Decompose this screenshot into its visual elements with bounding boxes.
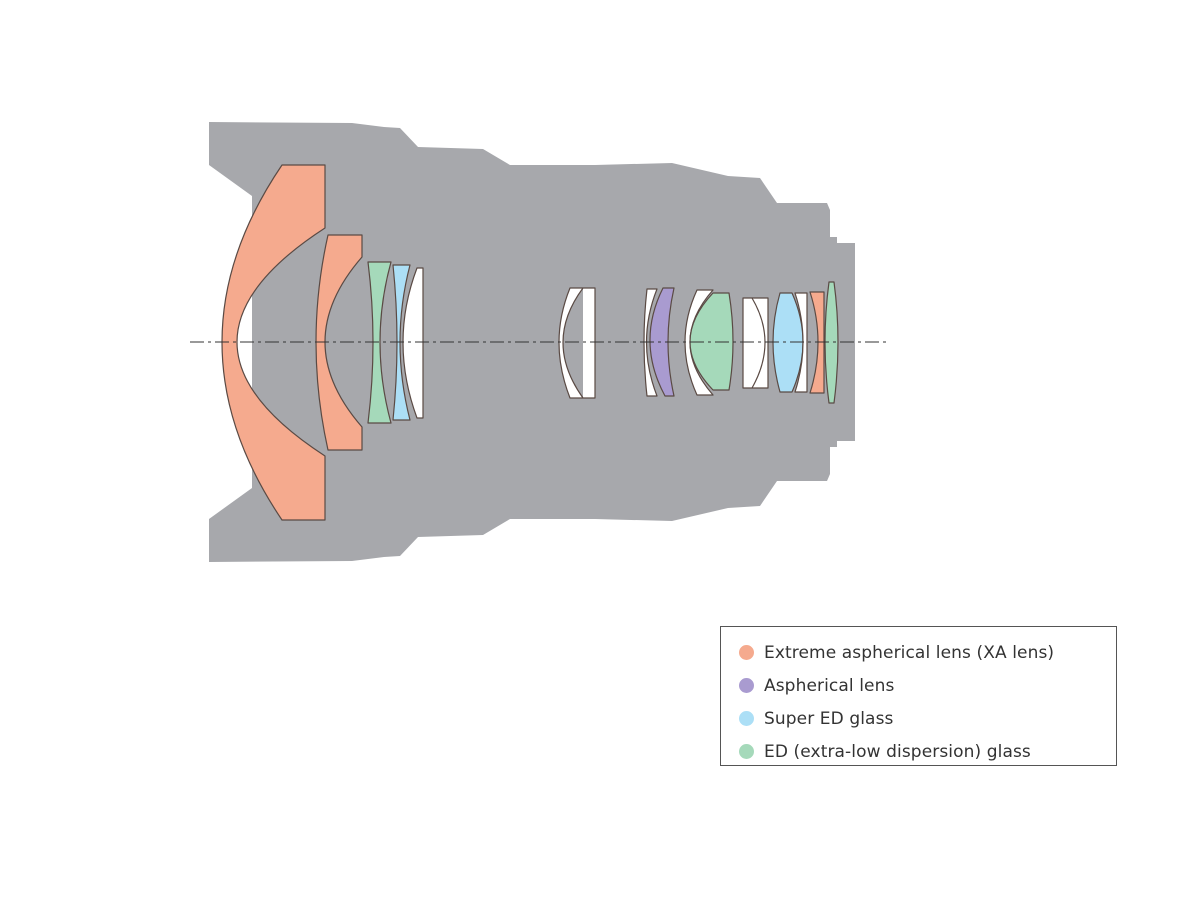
legend-label: Aspherical lens [764,675,895,696]
ed-lens-3 [824,281,839,404]
super-ed-lens-1 [392,264,411,421]
legend-label: Super ED glass [764,708,894,729]
legend: Extreme aspherical lens (XA lens) Aspher… [720,626,1117,766]
plain-doublet-1 [558,287,596,399]
plain-lens-1 [402,267,424,419]
legend-item-super-ed: Super ED glass [721,702,1116,735]
xa-lens-color-dot [739,645,754,660]
plain-lens-2 [643,288,658,397]
legend-item-xa-lens: Extreme aspherical lens (XA lens) [721,636,1116,669]
ed-lens-2 [689,292,734,391]
super-ed-lens-2 [772,292,804,393]
plain-lens-4 [794,292,808,393]
legend-label: Extreme aspherical lens (XA lens) [764,642,1055,663]
aspherical-color-dot [739,678,754,693]
plain-doublet-2 [742,297,769,389]
aspherical-lens-1 [649,287,675,397]
legend-item-ed: ED (extra-low dispersion) glass [721,735,1116,768]
ed-lens-1 [367,261,392,424]
ed-color-dot [739,744,754,759]
legend-label: ED (extra-low dispersion) glass [764,741,1031,762]
xa-lens-front-1 [221,164,326,521]
xa-lens-rear [809,291,825,394]
legend-item-aspherical: Aspherical lens [721,669,1116,702]
xa-lens-front-2 [315,234,363,451]
super-ed-color-dot [739,711,754,726]
lens-barrel [209,122,855,562]
